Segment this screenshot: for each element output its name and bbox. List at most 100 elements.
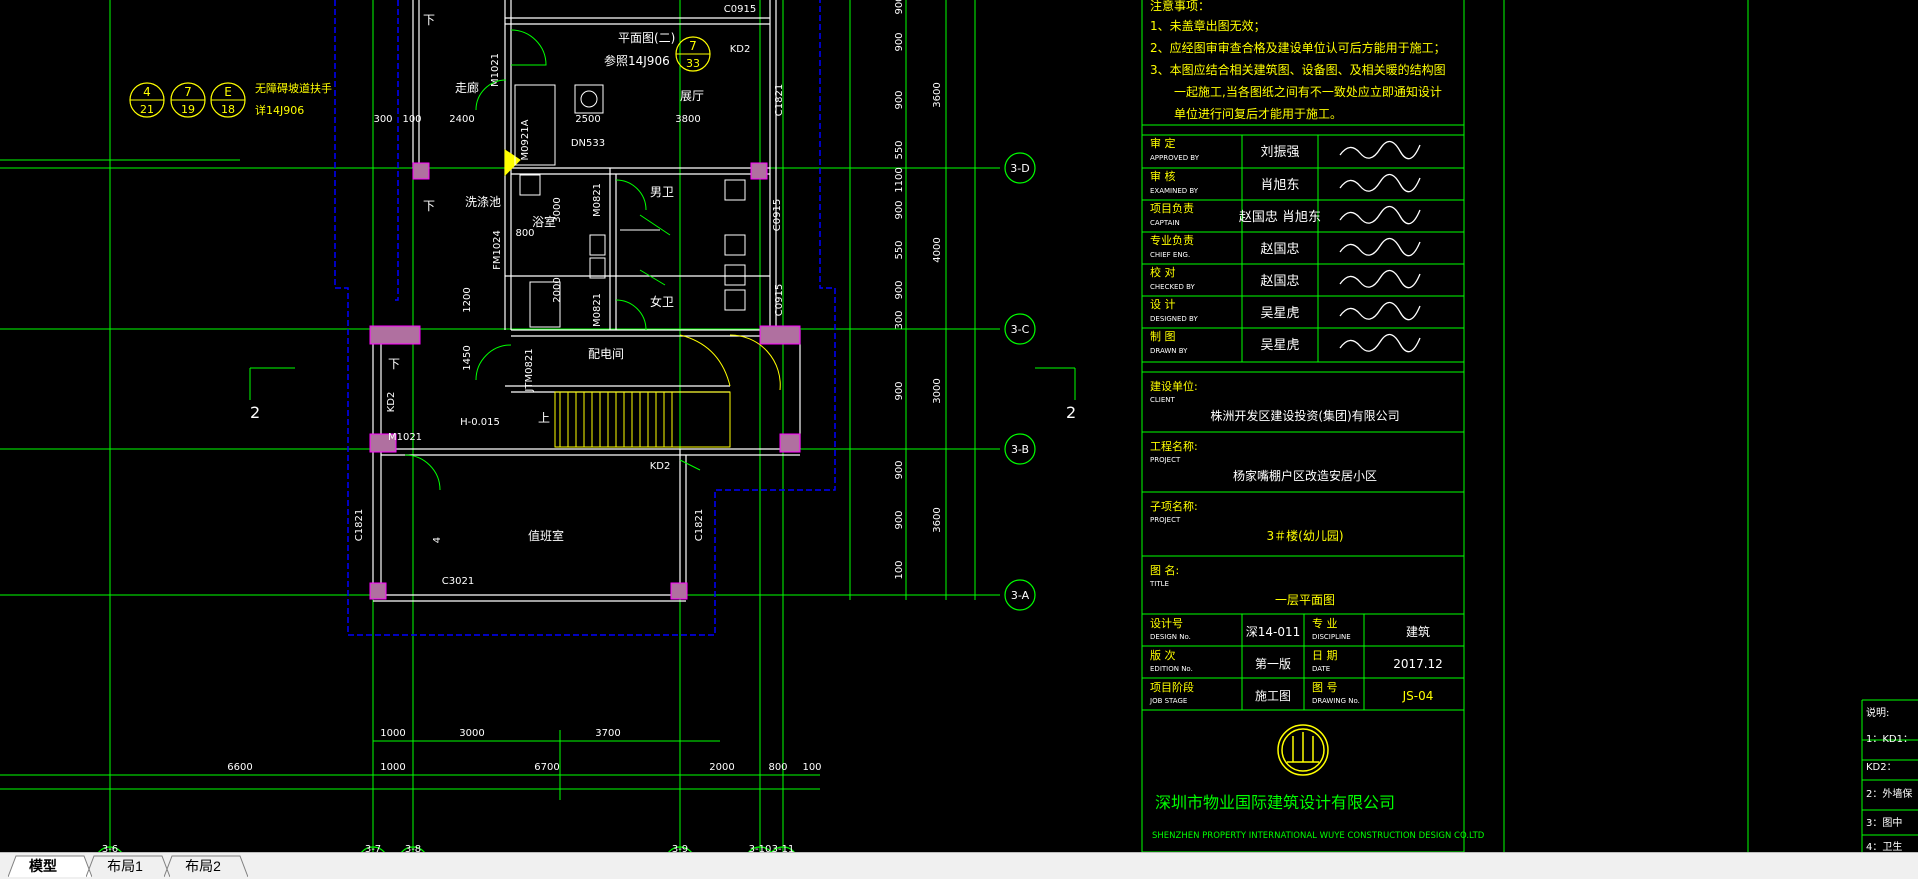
svg-text:3-9: 3-9 bbox=[672, 844, 688, 852]
svg-text:赵国忠 肖旭东: 赵国忠 肖旭东 bbox=[1239, 210, 1321, 225]
svg-text:项目负责: 项目负责 bbox=[1150, 201, 1194, 215]
svg-text:株洲开发区建设投资(集团)有限公司: 株洲开发区建设投资(集团)有限公司 bbox=[1210, 408, 1399, 423]
svg-text:3-A: 3-A bbox=[1011, 589, 1030, 602]
dim-text: 4 bbox=[432, 537, 443, 543]
dim-text: 3800 bbox=[675, 114, 700, 125]
svg-text:PROJECT: PROJECT bbox=[1150, 516, 1181, 524]
svg-text:TITLE: TITLE bbox=[1149, 580, 1169, 588]
section-mark-left: 2 bbox=[250, 403, 260, 422]
svg-text:第一版: 第一版 bbox=[1255, 657, 1291, 671]
tab-layout1[interactable]: 布局1 bbox=[86, 855, 170, 877]
door-label: C1821 bbox=[354, 509, 365, 541]
label-male: 男卫 bbox=[650, 185, 674, 199]
door-label: C3021 bbox=[442, 576, 474, 587]
svg-text:3-7: 3-7 bbox=[365, 844, 381, 852]
notes-heading: 注意事项： bbox=[1150, 0, 1210, 13]
door-label: H-0.015 bbox=[460, 417, 500, 428]
svg-text:子项名称:: 子项名称: bbox=[1150, 499, 1198, 513]
door-label: C0915 bbox=[772, 199, 783, 231]
svg-text:详14J906: 详14J906 bbox=[255, 103, 304, 117]
dim-text: 100 bbox=[402, 114, 421, 125]
company-logo bbox=[1277, 724, 1329, 776]
dim-text: 900 bbox=[894, 460, 905, 479]
axis-bubble-3-A: 3-A bbox=[1004, 579, 1036, 611]
svg-text:3-11: 3-11 bbox=[772, 844, 795, 852]
dim-text: 3000 bbox=[552, 197, 563, 222]
handwritten-signature bbox=[1339, 333, 1421, 353]
svg-text:赵国忠: 赵国忠 bbox=[1260, 274, 1299, 289]
dim-text: 3600 bbox=[932, 82, 943, 107]
door-label: M0921A bbox=[520, 119, 531, 160]
svg-text:EDITION No.: EDITION No. bbox=[1150, 665, 1193, 673]
svg-text:7: 7 bbox=[689, 39, 697, 53]
dim-text: 6700 bbox=[534, 762, 559, 773]
dim-text: 300 bbox=[373, 114, 392, 125]
svg-text:建筑: 建筑 bbox=[1406, 624, 1430, 639]
label-female: 女卫 bbox=[650, 294, 674, 309]
svg-text:CAPTAIN: CAPTAIN bbox=[1150, 219, 1180, 227]
axis-bubble-3-10: 3-10 bbox=[748, 844, 772, 852]
label-down-1: 下 bbox=[423, 13, 435, 27]
svg-text:赵国忠: 赵国忠 bbox=[1260, 242, 1299, 257]
dim-text: 900 bbox=[894, 200, 905, 219]
walls bbox=[372, 0, 801, 602]
handwritten-signature bbox=[1339, 269, 1421, 289]
axis-bubble-3-D: 3-D bbox=[1004, 152, 1036, 184]
svg-text:刘振强: 刘振强 bbox=[1260, 145, 1299, 160]
tab-model[interactable]: 模型 bbox=[8, 855, 92, 877]
outline-dashed bbox=[334, 0, 836, 636]
svg-text:3-C: 3-C bbox=[1011, 323, 1030, 336]
axis-bubbles-right: 3-D3-C3-B3-A bbox=[1004, 152, 1036, 611]
svg-text:日 期: 日 期 bbox=[1312, 649, 1338, 662]
door-label: C1821 bbox=[694, 509, 705, 541]
svg-text:CHECKED BY: CHECKED BY bbox=[1150, 283, 1196, 291]
svg-text:肖旭东: 肖旭东 bbox=[1260, 178, 1299, 193]
svg-text:18: 18 bbox=[221, 103, 235, 116]
svg-text:3＃楼(幼儿园): 3＃楼(幼儿园) bbox=[1267, 528, 1344, 543]
door-label: DN533 bbox=[571, 138, 605, 149]
dimension-lines bbox=[0, 0, 1076, 800]
svg-text:4: 4 bbox=[143, 85, 151, 99]
door-label: KD2 bbox=[386, 392, 397, 413]
layout-tab-bar: 模型 布局1 布局2 bbox=[0, 852, 1918, 879]
svg-text:3-D: 3-D bbox=[1010, 162, 1029, 175]
label-corridor: 走廊 bbox=[455, 80, 479, 95]
project-info-row: 子项名称: PROJECT 3＃楼(幼儿园) bbox=[1150, 499, 1344, 543]
svg-text:杨家嘴棚户区改造安居小区: 杨家嘴棚户区改造安居小区 bbox=[1233, 468, 1377, 483]
handwritten-signature bbox=[1339, 205, 1421, 225]
label-bath: 浴室 bbox=[532, 214, 556, 229]
dim-text: 2500 bbox=[575, 114, 600, 125]
company-name-en: SHENZHEN PROPERTY INTERNATIONAL WUYE CON… bbox=[1152, 831, 1485, 841]
door-labels: M1021M0921AM0821M0821JTM0821FM1024M1021C… bbox=[354, 4, 785, 587]
dim-text: 800 bbox=[515, 228, 534, 239]
svg-text:专 业: 专 业 bbox=[1312, 616, 1338, 630]
door-label: C0915 bbox=[774, 284, 785, 316]
label-down-2: 下 bbox=[423, 199, 435, 213]
project-info: 建设单位:CLIENT株洲开发区建设投资(集团)有限公司工程名称:PROJECT… bbox=[1149, 379, 1400, 607]
svg-text:PROJECT: PROJECT bbox=[1150, 456, 1181, 464]
svg-text:19: 19 bbox=[181, 103, 195, 116]
dim-text: 900 bbox=[894, 510, 905, 529]
handwritten-signature bbox=[1339, 173, 1421, 193]
notes-line: 单位进行问复后才能用于施工。 bbox=[1174, 106, 1342, 121]
svg-text:CLIENT: CLIENT bbox=[1150, 396, 1176, 404]
door-label: C0915 bbox=[724, 4, 756, 15]
accessible-note: 无障碍坡道扶手 详14J906 bbox=[255, 81, 332, 117]
fixtures bbox=[514, 84, 746, 328]
detail-bubble: 719 bbox=[170, 82, 206, 118]
svg-text:校 对: 校 对 bbox=[1150, 265, 1176, 279]
signature-row: 项目负责 CAPTAIN 赵国忠 肖旭东 bbox=[1150, 201, 1421, 227]
tab-layout2[interactable]: 布局2 bbox=[164, 855, 248, 877]
door-label: M1021 bbox=[490, 53, 501, 87]
svg-text:JOB STAGE: JOB STAGE bbox=[1149, 697, 1187, 705]
dim-text: 1450 bbox=[462, 345, 473, 370]
svg-text:3-6: 3-6 bbox=[102, 844, 118, 852]
label-activity: 展厅 bbox=[680, 89, 704, 103]
tab-layout2-label: 布局2 bbox=[185, 858, 221, 874]
svg-text:DATE: DATE bbox=[1312, 665, 1330, 673]
